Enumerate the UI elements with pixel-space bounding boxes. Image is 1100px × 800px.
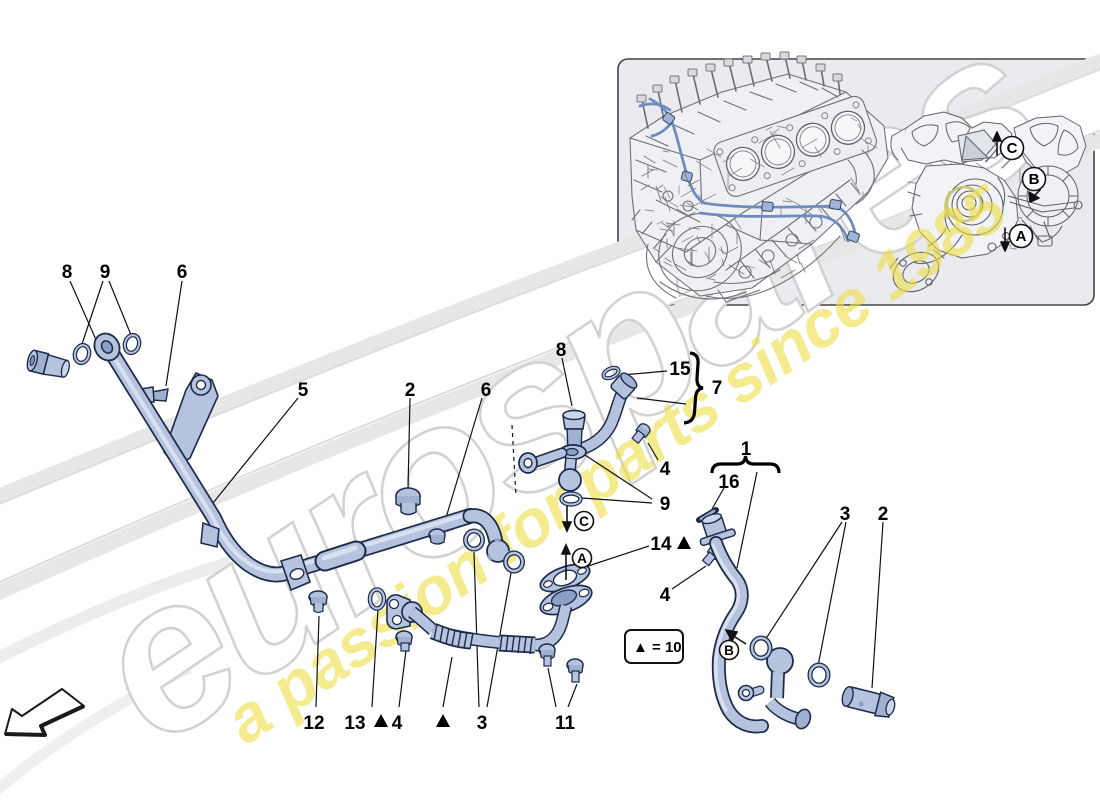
svg-text:6: 6 bbox=[481, 380, 492, 401]
svg-text:8: 8 bbox=[62, 262, 73, 283]
svg-text:B: B bbox=[724, 643, 734, 658]
svg-text:3: 3 bbox=[477, 713, 488, 734]
svg-text:C: C bbox=[1007, 140, 1018, 157]
svg-text:12: 12 bbox=[303, 713, 324, 734]
svg-text:▲ = 10: ▲ = 10 bbox=[633, 639, 682, 656]
svg-text:2: 2 bbox=[878, 504, 889, 525]
svg-text:1: 1 bbox=[741, 439, 752, 460]
svg-text:13: 13 bbox=[344, 713, 365, 734]
svg-text:A: A bbox=[1016, 228, 1027, 245]
svg-text:7: 7 bbox=[712, 378, 723, 399]
svg-text:B: B bbox=[1029, 171, 1040, 188]
svg-text:3: 3 bbox=[840, 504, 851, 525]
svg-text:A: A bbox=[577, 551, 587, 566]
svg-text:9: 9 bbox=[100, 262, 111, 283]
svg-text:9: 9 bbox=[660, 494, 671, 515]
svg-text:4: 4 bbox=[660, 585, 671, 606]
svg-text:C: C bbox=[579, 514, 589, 529]
svg-text:11: 11 bbox=[555, 713, 576, 734]
svg-text:4: 4 bbox=[660, 459, 671, 480]
svg-text:15: 15 bbox=[669, 359, 691, 380]
svg-text:16: 16 bbox=[718, 472, 739, 493]
svg-text:14: 14 bbox=[650, 534, 672, 555]
svg-text:6: 6 bbox=[177, 262, 188, 283]
svg-text:4: 4 bbox=[392, 713, 403, 734]
svg-text:5: 5 bbox=[298, 380, 309, 401]
svg-text:2: 2 bbox=[405, 380, 416, 401]
svg-text:8: 8 bbox=[556, 340, 567, 361]
